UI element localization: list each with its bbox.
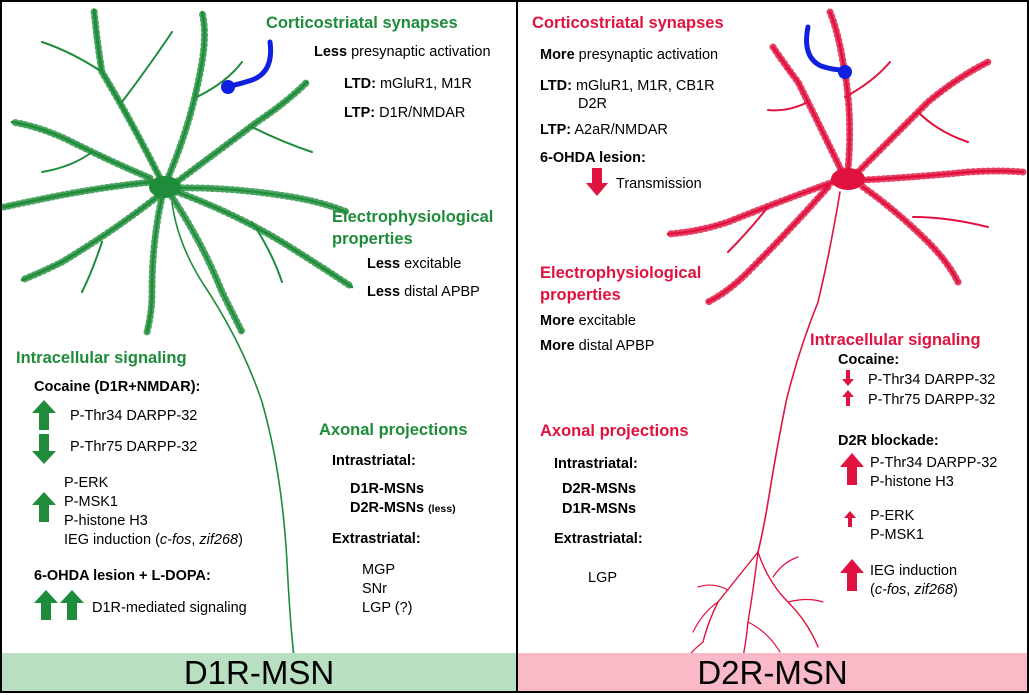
d1r-mediated-signaling: D1R-mediated signaling [92,600,247,616]
d2r-blockade-erk: P-ERK [870,508,915,524]
d2r-blockade-thr34: P-Thr34 DARPP-32 [870,455,998,471]
d2r-blockade-ieg-up-arrow-icon [840,559,864,591]
d1r-intra-d1r: D1R-MSNs [350,481,425,497]
d2r-thr75-up-arrow-icon [842,390,854,406]
d2r-extrastriatal-label: Extrastriatal: [554,531,643,547]
d1r-signaling-up-arrow-icon-2 [60,590,84,620]
d1r-intra-d2r: D2R-MSNs (less) [350,500,456,516]
d2r-ltd: LTD: mGluR1, M1R, CB1R [540,78,715,94]
d2r-cortical-terminal [804,24,846,73]
d1r-signaling-title: Intracellular signaling [16,349,187,367]
d2r-synapses-title: Corticostriatal synapses [532,14,724,32]
d2r-transmission-down-arrow-icon [586,168,608,196]
d1r-excitability: Less excitable [367,256,462,272]
d1r-ltd: LTD: mGluR1, M1R [344,76,472,92]
d1r-neuron-drawing [2,6,356,658]
d2r-presynaptic-activation: More presynaptic activation [540,47,719,63]
d2r-msn-panel: Corticostriatal synapses More presynapti… [516,0,1029,693]
d1r-distal-apbp: Less distal APBP [367,284,480,300]
d1r-ltp: LTP: D1R/NMDAR [344,105,466,121]
d2r-signaling-title: Intracellular signaling [810,331,981,349]
d2r-neuron-drawing [664,8,1027,658]
d2r-terminal-bouton [838,65,852,79]
d1r-erk: P-ERK [64,475,109,491]
d2r-soma [831,168,865,190]
d2r-ltd-d2r: D2R [578,96,608,112]
d2r-transmission: Transmission [616,176,702,192]
d2r-distal-apbp: More distal APBP [540,338,655,354]
d2r-blockade-msk1: P-MSK1 [870,527,924,543]
d1r-extra-snr: SNr [362,581,387,597]
d1r-presynaptic-activation: Less presynaptic activation [314,44,491,60]
d2r-blockade-histone: P-histone H3 [870,474,954,490]
d2r-thr34-down-arrow-icon [842,370,854,386]
d2r-blockade-thr34-up-arrow-icon [840,453,864,485]
d1r-thr75: P-Thr75 DARPP-32 [70,439,198,455]
d2r-ltp: LTP: A2aR/NMDAR [540,122,668,138]
d2r-cocaine-thr34: P-Thr34 DARPP-32 [868,372,996,388]
d1r-ieg: IEG induction (c-fos, zif268) [64,532,243,548]
d1r-extra-lgp: LGP (?) [362,600,413,616]
d2r-excitability: More excitable [540,313,636,329]
d1r-histone: P-histone H3 [64,513,148,529]
d1r-msn-panel: Corticostriatal synapses Less presynapti… [0,0,518,693]
d2r-intrastriatal-label: Intrastriatal: [554,456,638,472]
d1r-extrastriatal-label: Extrastriatal: [332,531,421,547]
d2r-cocaine-thr75: P-Thr75 DARPP-32 [868,392,996,408]
d1r-thr75-down-arrow-icon [32,434,56,464]
d2r-blockade-ieg: IEG induction [870,563,958,579]
d2r-extra-lgp: LGP [588,570,618,586]
d1r-soma [149,176,181,198]
d1r-msk1: P-MSK1 [64,494,118,510]
d1r-synapses-title: Corticostriatal synapses [266,14,458,32]
d1r-intrastriatal-label: Intrastriatal: [332,453,416,469]
d1r-cortical-terminal [227,39,274,89]
d1r-signaling-up-arrow-icon-1 [34,590,58,620]
d1r-msn-label: D1R-MSN [2,653,516,691]
d2r-blockade-label: D2R blockade: [838,433,939,449]
d2r-cocaine-label: Cocaine: [838,352,900,368]
d1r-extra-mgp: MGP [362,562,396,578]
d1r-cocaine-label: Cocaine (D1R+NMDAR): [34,379,201,395]
d1r-thr34: P-Thr34 DARPP-32 [70,408,198,424]
d1r-terminal-bouton [221,80,235,94]
d2r-ohda-label: 6-OHDA lesion: [540,150,646,166]
d2r-blockade-erk-up-arrow-icon [844,511,856,527]
d1r-dendrites [2,6,356,658]
d2r-blockade-ieg-genes: (c-fos, zif268) [870,582,958,598]
d1r-erk-up-arrow-icon [32,492,56,522]
d2r-intra-d2r: D2R-MSNs [562,481,637,497]
d1r-axonal-title: Axonal projections [319,421,468,439]
d2r-axonal-title: Axonal projections [540,422,689,440]
d2r-intra-d1r: D1R-MSNs [562,501,637,517]
d1r-ohda-label: 6-OHDA lesion + L-DOPA: [34,568,211,584]
d2r-msn-label: D2R-MSN [518,653,1027,691]
d1r-thr34-up-arrow-icon [32,400,56,430]
